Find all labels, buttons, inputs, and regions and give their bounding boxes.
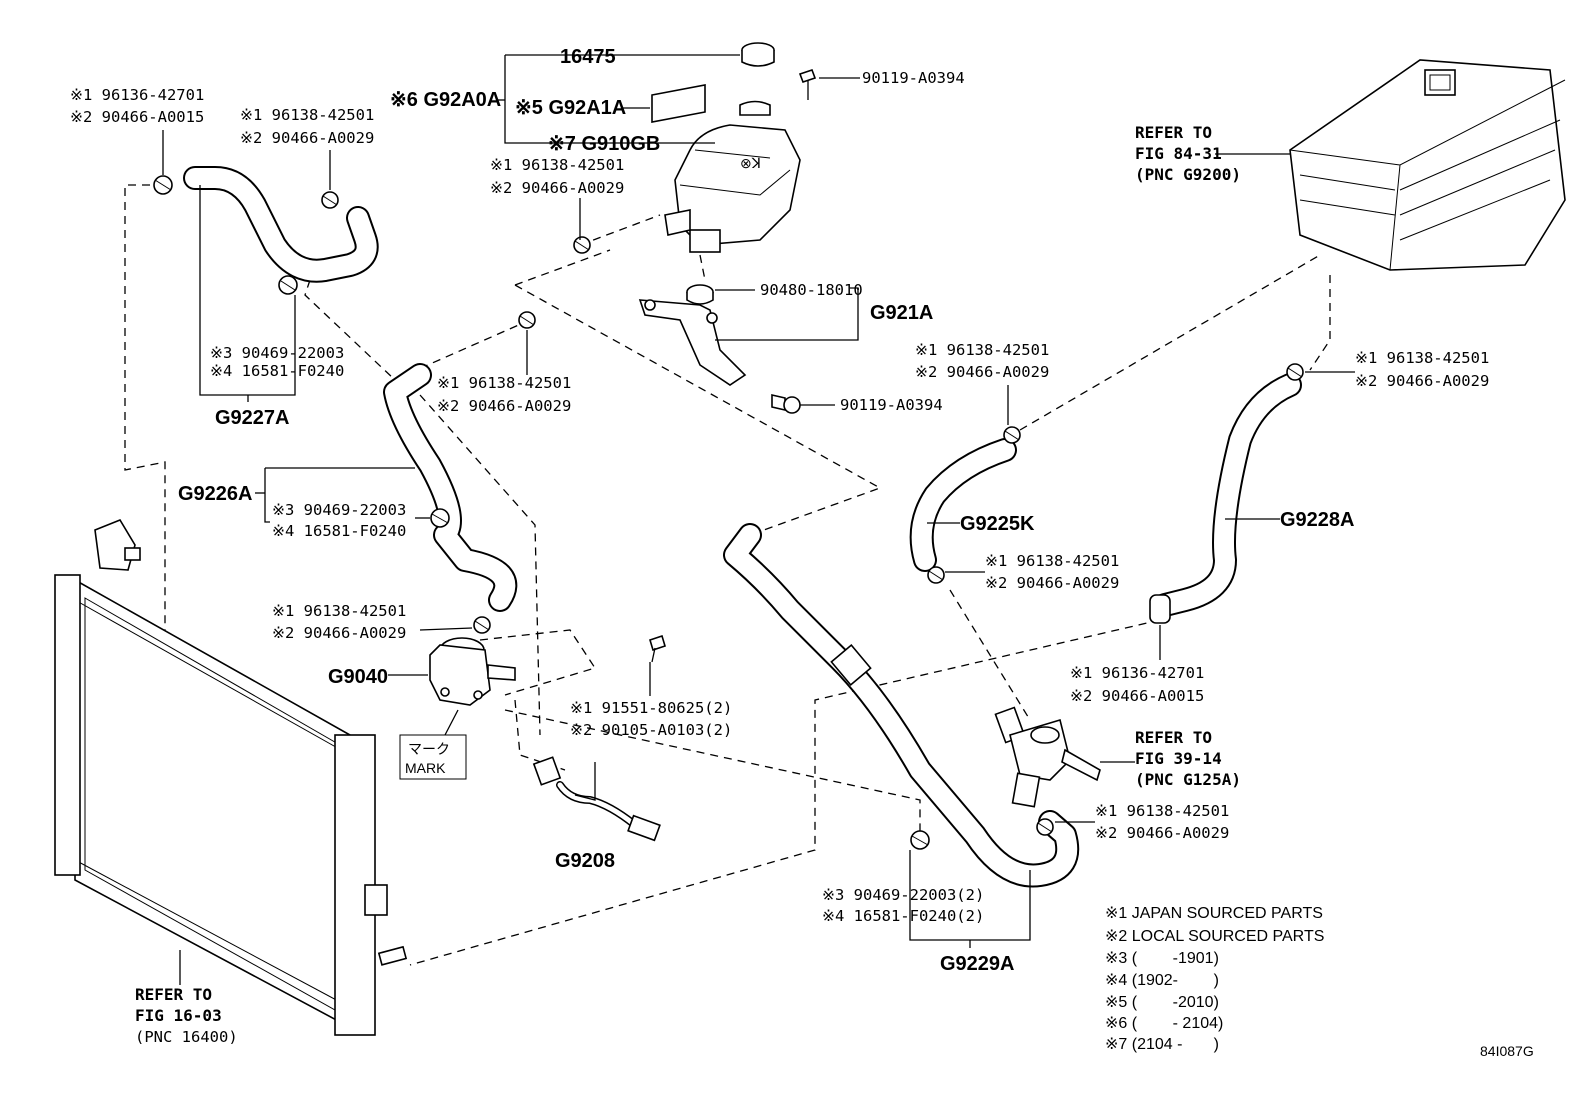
label-g9229a[interactable]: G9229A xyxy=(940,953,1015,975)
label-g9229a-4[interactable]: ※4 16581-F0240(2) xyxy=(822,907,984,925)
hose-g9227a[interactable] xyxy=(183,166,379,283)
label-mid1[interactable]: ※1 96138-42501 xyxy=(437,374,571,392)
label-v2[interactable]: ※2 90466-A0029 xyxy=(1095,824,1229,842)
clamp-icon xyxy=(278,275,298,295)
mark-callout-box xyxy=(399,709,467,780)
label-r2[interactable]: ※2 90466-A0029 xyxy=(1355,372,1489,390)
note-1: ※1 JAPAN SOURCED PARTS xyxy=(1105,905,1323,922)
reservoir-label-plate xyxy=(651,84,706,123)
note-5: ※5 ( -2010) xyxy=(1105,994,1219,1011)
label-90480[interactable]: 90480-18010 xyxy=(760,281,863,299)
label-g9226a-3[interactable]: ※3 90469-22003 xyxy=(272,501,406,519)
label-tc2[interactable]: ※2 90466-A0029 xyxy=(240,129,374,147)
clamp-icon xyxy=(1286,363,1304,381)
clamp-icon xyxy=(1149,594,1171,624)
bolt-icon xyxy=(771,393,801,414)
clamp-icon xyxy=(927,566,945,584)
note-4: ※4 (1902- ) xyxy=(1105,972,1219,989)
label-tl2[interactable]: ※2 90466-A0015 xyxy=(70,108,204,126)
label-res-clip2[interactable]: ※2 90466-A0029 xyxy=(490,179,624,197)
note-3: ※3 ( -1901) xyxy=(1105,950,1219,967)
label-bolt1[interactable]: ※1 91551-80625(2) xyxy=(570,699,732,717)
note-6: ※6 ( - 2104) xyxy=(1105,1015,1223,1032)
label-g9225k[interactable]: G9225K xyxy=(960,513,1035,535)
clamp-icon xyxy=(518,311,536,329)
label-rad-ref3[interactable]: (PNC 16400) xyxy=(135,1028,238,1046)
bolt-icon xyxy=(649,634,666,663)
label-g9227a-3[interactable]: ※3 90469-22003 xyxy=(210,344,344,362)
hose-g9228a[interactable] xyxy=(1153,373,1302,617)
label-ck1[interactable]: ※1 96138-42501 xyxy=(985,552,1119,570)
label-g910gb[interactable]: ※7 G910GB xyxy=(548,133,660,155)
clamp-icon xyxy=(573,236,591,254)
label-valve-ref1[interactable]: REFER TO xyxy=(1135,728,1212,747)
label-rad-ref2[interactable]: FIG 16-03 xyxy=(135,1006,222,1025)
label-g9227a-4[interactable]: ※4 16581-F0240 xyxy=(210,362,344,380)
label-inv-ref1[interactable]: REFER TO xyxy=(1135,123,1212,142)
label-g9227a[interactable]: G9227A xyxy=(215,407,290,429)
bracket-icon xyxy=(638,299,747,386)
clamp-icon-group[interactable] xyxy=(153,175,1304,850)
label-bolt2[interactable]: ※2 90105-A0103(2) xyxy=(570,721,732,739)
label-pump2[interactable]: ※2 90466-A0029 xyxy=(272,624,406,642)
coolant-valve[interactable] xyxy=(994,706,1101,808)
label-g9226a[interactable]: G9226A xyxy=(178,483,253,505)
label-v1[interactable]: ※1 96138-42501 xyxy=(1095,802,1229,820)
label-g921a[interactable]: G921A xyxy=(870,302,933,324)
figure-code: 84I087G xyxy=(1480,1043,1534,1059)
bolt-icon xyxy=(798,68,817,100)
reservoir-tank[interactable]: ⊗ꓘ xyxy=(664,42,801,253)
label-inv-ref3[interactable]: (PNC G9200) xyxy=(1135,165,1241,184)
leader-lines xyxy=(162,54,1355,985)
label-tl1[interactable]: ※1 96136-42701 xyxy=(70,86,204,104)
label-mark-jp: マーク xyxy=(408,741,450,757)
note-7: ※7 (2104 - ) xyxy=(1105,1036,1219,1053)
inverter-assembly[interactable] xyxy=(1289,59,1566,271)
clamp-icon xyxy=(473,616,491,634)
label-rb1[interactable]: ※1 96136-42701 xyxy=(1070,664,1204,682)
label-g9208[interactable]: G9208 xyxy=(555,850,615,872)
label-mark-en: MARK xyxy=(405,760,446,776)
label-g9226a-4[interactable]: ※4 16581-F0240 xyxy=(272,522,406,540)
label-c1[interactable]: ※1 96138-42501 xyxy=(915,341,1049,359)
label-g92a0a[interactable]: ※6 G92A0A xyxy=(390,89,501,111)
clamp-icon xyxy=(153,175,173,195)
label-valve-ref3[interactable]: (PNC G125A) xyxy=(1135,770,1241,789)
label-tc1[interactable]: ※1 96138-42501 xyxy=(240,106,374,124)
label-pump1[interactable]: ※1 96138-42501 xyxy=(272,602,406,620)
label-g9040[interactable]: G9040 xyxy=(328,666,388,688)
clamp-icon xyxy=(910,830,930,850)
label-g9228a[interactable]: G9228A xyxy=(1280,509,1355,531)
notes-legend: ※1 JAPAN SOURCED PARTS ※2 LOCAL SOURCED … xyxy=(1105,905,1324,1053)
label-c2[interactable]: ※2 90466-A0029 xyxy=(915,363,1049,381)
clamp-icon xyxy=(321,191,339,209)
clamp-icon xyxy=(430,508,450,528)
clamp-icon xyxy=(1003,426,1021,444)
note-2: ※2 LOCAL SOURCED PARTS xyxy=(1105,928,1324,945)
label-inv-ref2[interactable]: FIG 84-31 xyxy=(1135,144,1222,163)
label-r1[interactable]: ※1 96138-42501 xyxy=(1355,349,1489,367)
part-labels: 16475 ※6 G92A0A ※5 G92A1A ※7 G910GB 9011… xyxy=(70,46,1534,1059)
label-valve-ref2[interactable]: FIG 39-14 xyxy=(1135,749,1222,768)
hose-g9225k[interactable] xyxy=(909,438,1017,572)
label-90119-top[interactable]: 90119-A0394 xyxy=(862,69,965,87)
wire-harness-g9208[interactable] xyxy=(532,756,661,842)
grommet-icon xyxy=(686,284,714,305)
radiator[interactable] xyxy=(54,519,408,1036)
label-g9229a-3[interactable]: ※3 90469-22003(2) xyxy=(822,886,984,904)
label-mid2[interactable]: ※2 90466-A0029 xyxy=(437,397,571,415)
label-90119-bot[interactable]: 90119-A0394 xyxy=(840,396,943,414)
reservoir-mark-text: ⊗ꓘ xyxy=(740,155,761,171)
label-ck2[interactable]: ※2 90466-A0029 xyxy=(985,574,1119,592)
clamp-icon xyxy=(1036,818,1054,836)
label-g92a1a[interactable]: ※5 G92A1A xyxy=(515,97,626,119)
label-res-clip1[interactable]: ※1 96138-42501 xyxy=(490,156,624,174)
label-rad-ref1[interactable]: REFER TO xyxy=(135,985,212,1004)
hose-g9226a[interactable] xyxy=(383,363,518,612)
label-rb2[interactable]: ※2 90466-A0015 xyxy=(1070,687,1204,705)
label-16475[interactable]: 16475 xyxy=(560,46,616,68)
water-pump[interactable] xyxy=(429,637,516,706)
hose-g9229a[interactable] xyxy=(723,523,1080,888)
